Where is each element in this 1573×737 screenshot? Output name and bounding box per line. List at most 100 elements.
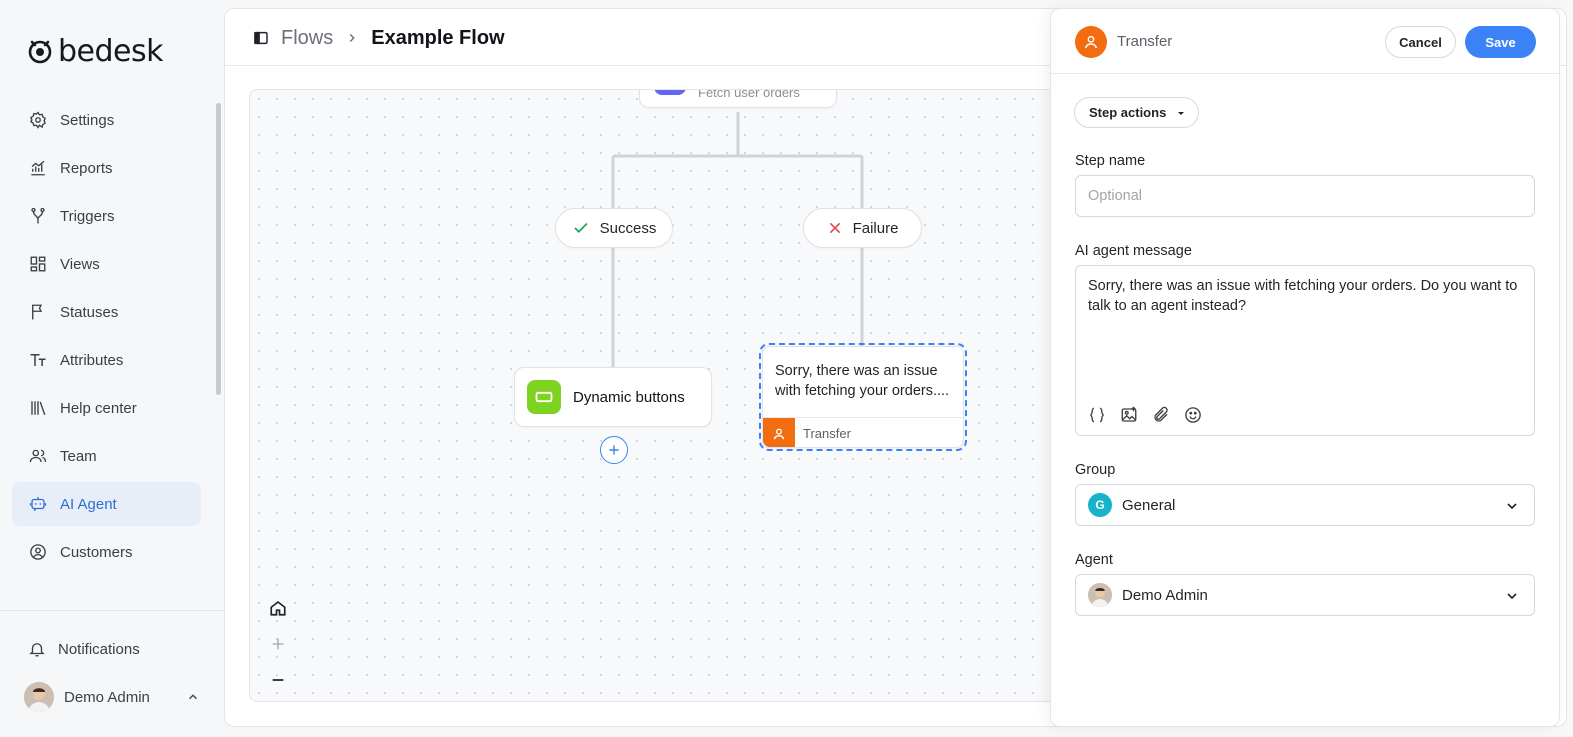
logo-text: bedesk <box>58 33 164 69</box>
success-branch[interactable]: Success <box>555 208 673 248</box>
minus-icon <box>272 679 284 681</box>
step-editor-panel: Transfer Cancel Save Step actions Step n… <box>1050 8 1560 727</box>
top-bar: Flows Example Flow <box>225 9 1566 66</box>
sidebar-item-team[interactable]: Team <box>12 434 201 478</box>
branch-icon <box>28 206 48 226</box>
notifications-label: Notifications <box>58 640 140 658</box>
chevron-down-icon <box>1507 593 1517 600</box>
emoji-icon[interactable] <box>1184 406 1202 424</box>
transfer-icon <box>1075 26 1107 58</box>
variable-braces-icon[interactable] <box>1088 406 1106 424</box>
step-name-input[interactable]: Optional <box>1075 175 1535 217</box>
sidebar-item-label: Statuses <box>60 303 119 321</box>
paperclip-icon[interactable] <box>1152 406 1170 424</box>
caret-down-icon <box>1178 111 1185 115</box>
sidebar-item-customers[interactable]: Customers <box>12 530 201 574</box>
node-footer: Transfer <box>763 417 963 447</box>
panel-header: Transfer Cancel Save <box>1051 9 1559 74</box>
app-logo[interactable]: bedesk <box>26 31 164 71</box>
ai-message-textarea[interactable]: Sorry, there was an issue with fetching … <box>1075 265 1535 436</box>
step-name-label: Step name <box>1075 153 1146 169</box>
sidebar: bedesk Settings Reports Triggers Views <box>0 0 224 737</box>
fetch-orders-node[interactable]: Fetch user orders <box>639 89 837 108</box>
add-step-button[interactable] <box>600 436 628 464</box>
panel-title: Transfer <box>1117 33 1173 50</box>
x-icon <box>829 222 840 234</box>
sidebar-item-label: Reports <box>60 159 113 177</box>
sidebar-item-attributes[interactable]: Attributes <box>12 338 201 382</box>
chevron-down-icon <box>1507 503 1517 510</box>
user-name: Demo Admin <box>64 688 150 706</box>
sidebar-nav: Settings Reports Triggers Views Statuses <box>12 98 201 578</box>
group-value: General <box>1122 496 1176 514</box>
agent-select[interactable]: Demo Admin <box>1075 574 1535 616</box>
failure-branch[interactable]: Failure <box>803 208 922 248</box>
selection-outline <box>759 343 967 451</box>
users-icon <box>28 446 48 466</box>
sidebar-toggle-icon[interactable] <box>253 30 269 46</box>
zoom-in-button[interactable] <box>266 626 290 662</box>
sidebar-item-label: Attributes <box>60 351 124 369</box>
sidebar-item-help-center[interactable]: Help center <box>12 386 201 430</box>
agent-value: Demo Admin <box>1122 586 1208 604</box>
step-actions-label: Step actions <box>1089 105 1167 120</box>
sidebar-item-label: Views <box>60 255 100 273</box>
sidebar-item-reports[interactable]: Reports <box>12 146 201 190</box>
sidebar-item-ai-agent[interactable]: AI Agent <box>12 482 201 526</box>
node-message: Sorry, there was an issue with fetching … <box>775 363 950 399</box>
node-type-icon <box>654 90 686 95</box>
sidebar-item-label: Settings <box>60 111 115 129</box>
ai-message-text: Sorry, there was an issue with fetching … <box>1088 278 1518 314</box>
gear-icon <box>28 110 48 130</box>
save-button[interactable]: Save <box>1465 26 1536 58</box>
zoom-out-button[interactable] <box>266 662 290 698</box>
success-label: Success <box>599 219 657 237</box>
sidebar-scrollbar[interactable] <box>216 103 221 395</box>
chevron-up-icon <box>189 694 197 700</box>
sidebar-item-label: Triggers <box>60 207 115 225</box>
text-size-icon <box>28 350 48 370</box>
canvas-controls <box>266 590 290 698</box>
flow-connectors <box>611 112 864 367</box>
sidebar-item-label: Help center <box>60 399 137 417</box>
sidebar-item-label: AI Agent <box>60 495 117 513</box>
sidebar-item-views[interactable]: Views <box>12 242 201 286</box>
sidebar-item-triggers[interactable]: Triggers <box>12 194 201 238</box>
check-icon <box>574 222 588 234</box>
sidebar-item-statuses[interactable]: Statuses <box>12 290 201 334</box>
step-actions-dropdown[interactable]: Step actions <box>1074 97 1199 128</box>
library-icon <box>28 398 48 418</box>
notifications-link[interactable]: Notifications <box>28 638 140 660</box>
home-icon <box>270 600 286 616</box>
image-upload-icon[interactable] <box>1120 406 1138 424</box>
group-select[interactable]: G General <box>1075 484 1535 526</box>
avatar <box>1088 583 1112 607</box>
cancel-button[interactable]: Cancel <box>1385 26 1456 58</box>
group-label: Group <box>1075 462 1116 478</box>
chart-icon <box>28 158 48 178</box>
transfer-icon <box>763 417 795 447</box>
sidebar-item-label: Team <box>60 447 97 465</box>
dynamic-buttons-node[interactable]: Dynamic buttons <box>514 367 712 427</box>
transfer-message-node[interactable]: Sorry, there was an issue with fetching … <box>762 346 964 448</box>
page-title: Example Flow <box>371 26 505 49</box>
sidebar-divider <box>0 610 224 611</box>
fit-view-button[interactable] <box>266 590 290 626</box>
agent-label: Agent <box>1075 552 1113 568</box>
flow-canvas[interactable]: Fetch user orders Success Failure Dynami… <box>249 89 1069 702</box>
node-label: Dynamic buttons <box>573 388 685 406</box>
user-menu[interactable]: Demo Admin <box>24 681 200 713</box>
failure-label: Failure <box>852 219 899 237</box>
node-label: Fetch user orders <box>698 89 800 100</box>
ai-message-label: AI agent message <box>1075 243 1192 259</box>
plus-icon <box>272 638 284 650</box>
group-badge: G <box>1088 493 1112 517</box>
bell-icon <box>29 643 45 657</box>
breadcrumb: Flows Example Flow <box>253 25 505 51</box>
user-circle-icon <box>28 542 48 562</box>
sidebar-item-settings[interactable]: Settings <box>12 98 201 142</box>
button-node-icon <box>527 380 561 414</box>
logo-mark-icon <box>28 40 52 64</box>
grid-icon <box>28 254 48 274</box>
breadcrumb-flows[interactable]: Flows <box>281 26 334 49</box>
